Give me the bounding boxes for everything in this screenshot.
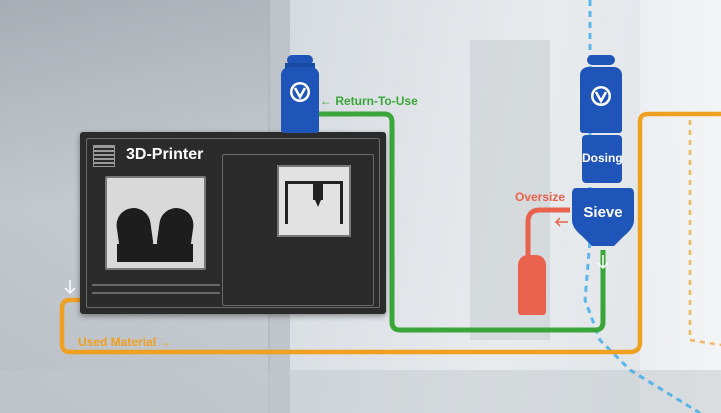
background-floor (0, 370, 721, 413)
vacuum-logo-icon (591, 86, 611, 106)
vacuum-neck (285, 63, 315, 69)
orange-dashed-line (688, 120, 721, 347)
used-material-label: Used Material → (78, 335, 172, 349)
printhead-window (277, 165, 351, 237)
printhead-icon (285, 181, 343, 224)
oversize-pipe (525, 207, 570, 258)
printer-body: 3D-Printer (80, 132, 386, 314)
background-bright-area (640, 0, 721, 413)
sieve-label: Sieve (583, 204, 623, 221)
green-return-pipe (316, 111, 606, 333)
vacuum-right-cap (587, 55, 615, 65)
return-to-use-label: ← Return-To-Use (320, 94, 418, 108)
printer-title: 3D-Printer (126, 146, 204, 163)
dosing-label: Dosing (582, 151, 623, 165)
printer-build-chamber (222, 154, 374, 306)
vacuum-cap (287, 55, 313, 65)
vacuum-unit-right (580, 55, 622, 135)
vacuum-logo-icon (290, 82, 310, 102)
arrow-left-icon (554, 217, 568, 227)
sieve-unit (572, 188, 634, 246)
printer-powder-window (105, 176, 206, 270)
orange-used-material-pipe (59, 111, 721, 355)
arrow-down-icon (64, 280, 76, 295)
dosing-unit: Dosing (582, 135, 623, 183)
printer-inner-frame (86, 138, 380, 308)
oversize-canister (518, 255, 546, 315)
arrow-down-icon (597, 255, 609, 270)
vent-grille-icon (93, 145, 115, 167)
printer-base-line-1 (92, 284, 220, 286)
vacuum-unit-left (281, 55, 319, 133)
powder-base (117, 244, 193, 262)
oversize-label: Oversize (515, 190, 566, 204)
printer-base-line-2 (92, 292, 220, 294)
